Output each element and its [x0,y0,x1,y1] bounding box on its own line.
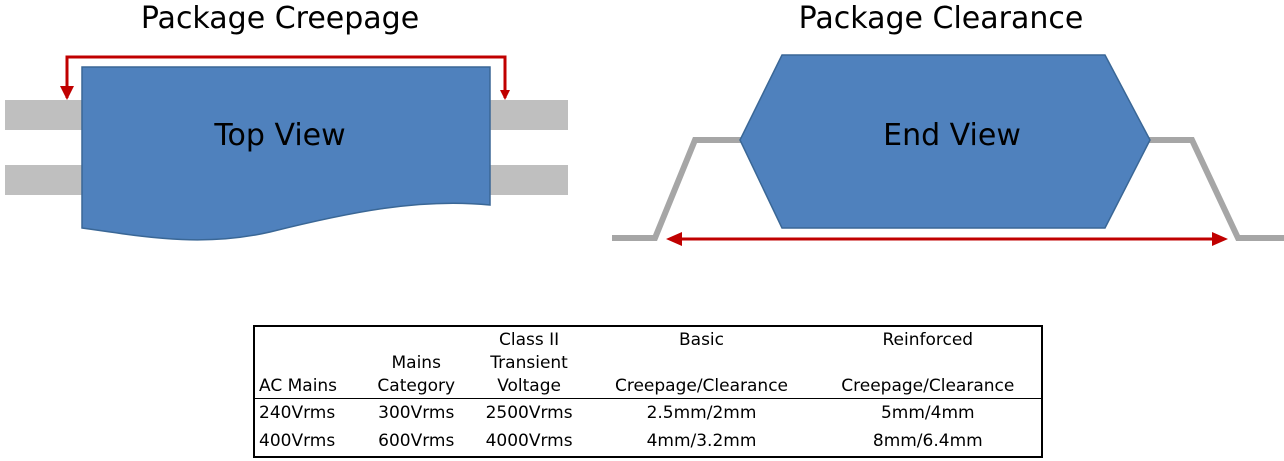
left-gullwing-lead [612,137,745,241]
table-cell: 2500Vrms [485,402,573,423]
left-lead-bottom [5,165,83,195]
table-row: 400Vrms 600Vrms 4000Vrms 4mm/3.2mm 8mm/6… [254,427,1042,457]
header-transient-voltage: Class II Transient Voltage [469,326,589,399]
table-cell: 5mm/4mm [880,402,975,423]
table-cell: 8mm/6.4mm [872,431,983,452]
table-cell: 400Vrms [259,431,336,452]
header-basic: Basic Creepage/Clearance [588,326,815,399]
table-cell: 600Vrms [378,431,455,452]
creepage-arrow [65,55,510,100]
table-cell: 300Vrms [378,402,455,423]
package-diagrams: Package Creepage Top View Package Cleara… [5,1,1284,246]
table-cell: 4000Vrms [485,431,573,452]
table-cell: 2.5mm/2mm [646,402,757,423]
clearance-arrow-head-left [666,232,682,246]
top-view-label: Top View [213,118,345,153]
right-lead-bottom [490,165,568,195]
header-mains-category: Mains Category [362,326,470,399]
right-gullwing-lead [1140,137,1284,241]
creepage-diagram: Package Creepage Top View [5,1,568,241]
clearance-title: Package Clearance [799,1,1084,36]
table-header-row: AC Mains Mains Category Class II Transie… [254,326,1042,399]
clearance-arrow-head-right [1212,232,1228,246]
creepage-title: Package Creepage [141,1,419,36]
table-row: 240Vrms 300Vrms 2500Vrms 2.5mm/2mm 5mm/4… [254,399,1042,428]
clearance-diagram: Package Clearance End View [612,1,1284,246]
top-view-package [81,66,491,241]
header-ac-mains: AC Mains [254,326,363,399]
creepage-clearance-table: AC Mains Mains Category Class II Transie… [253,325,1043,458]
table-cell: 240Vrms [259,402,336,423]
end-view-label: End View [883,118,1021,153]
end-view-package [739,54,1151,229]
left-lead-top [5,100,83,130]
creepage-arrow-head-left [60,86,74,100]
header-reinforced: Reinforced Creepage/Clearance [814,326,1042,399]
table-cell: 4mm/3.2mm [646,431,757,452]
right-lead-top [490,100,568,130]
